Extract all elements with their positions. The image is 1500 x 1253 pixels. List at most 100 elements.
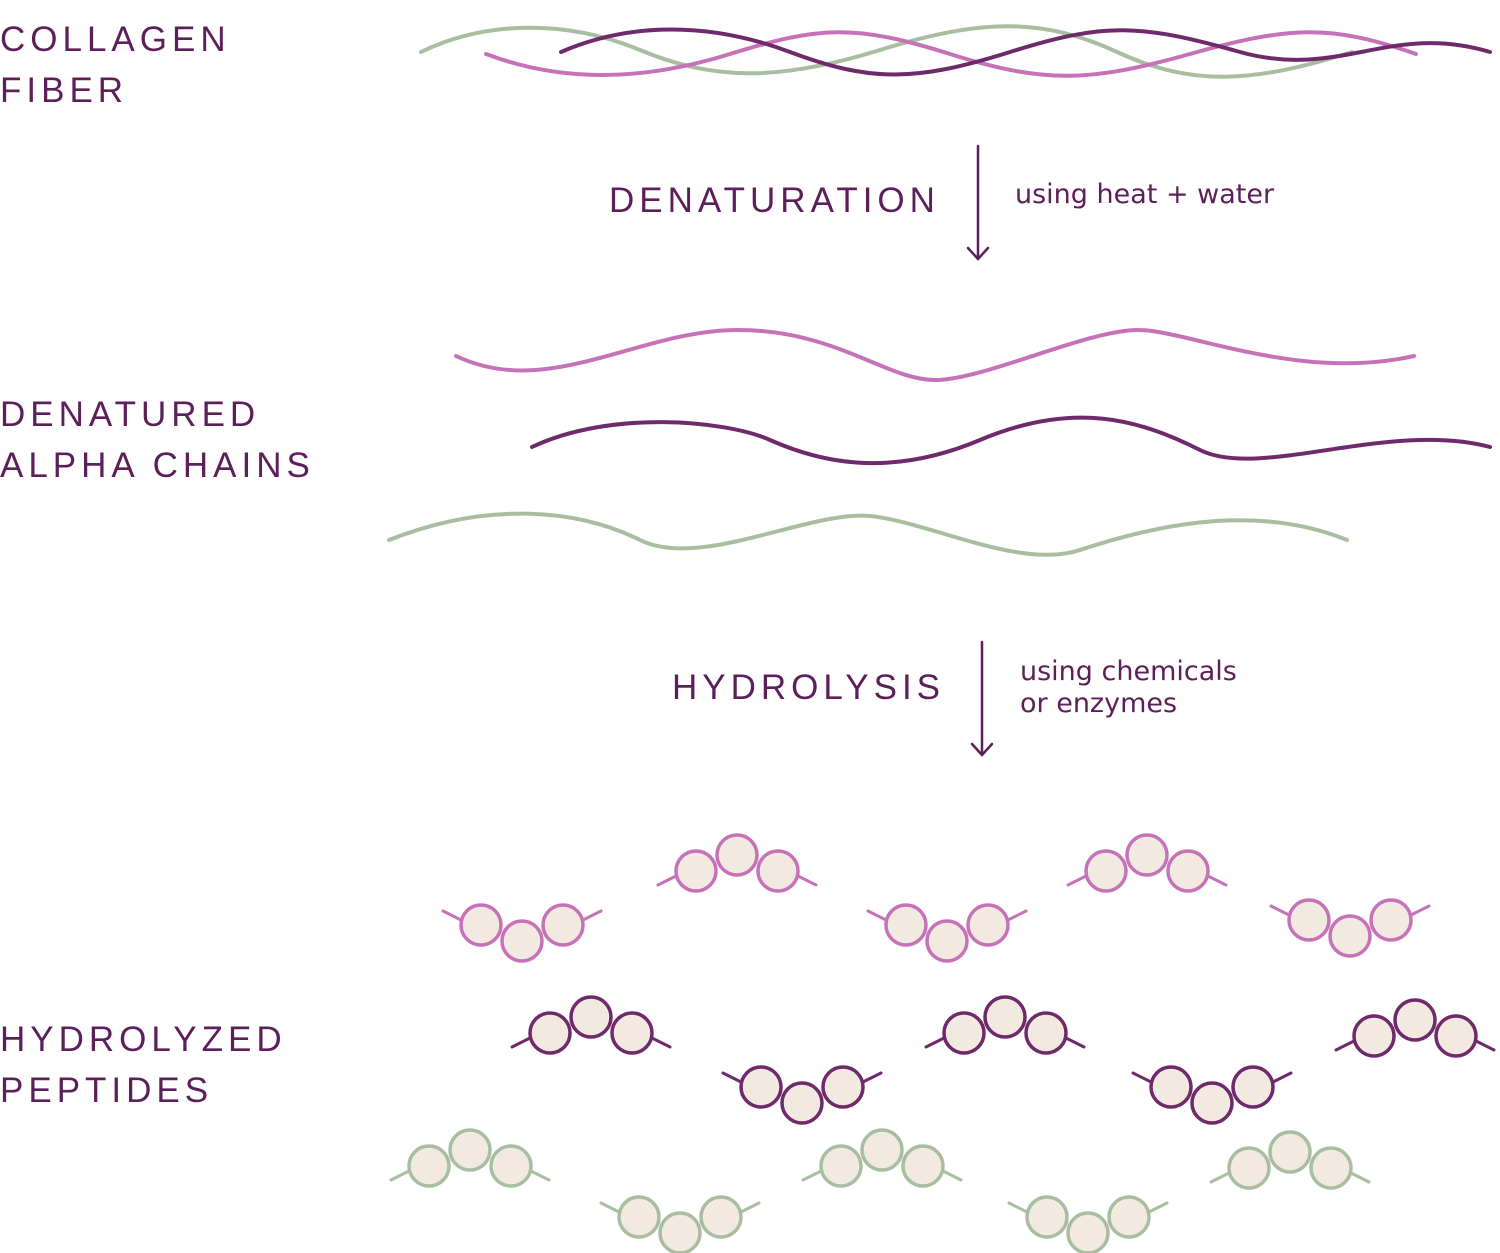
amino-acid-bead	[739, 1065, 783, 1109]
amino-acid-bead	[610, 1011, 654, 1055]
amino-acid-bead	[819, 1144, 863, 1188]
amino-acid-bead	[942, 1011, 986, 1055]
amino-acid-bead	[658, 1211, 702, 1253]
hydrolysis-label: HYDROLYSIS	[672, 668, 946, 707]
peptide	[1131, 1065, 1293, 1125]
amino-acid-bead	[966, 903, 1010, 947]
peptide-tail	[389, 1168, 413, 1182]
peptide	[510, 995, 672, 1055]
peptide-tail	[794, 873, 818, 887]
peptide-tail	[1062, 1035, 1086, 1049]
denaturation-note-line: using heat + water	[1015, 179, 1275, 210]
fiber-strand-purple	[559, 27, 1492, 77]
peptide	[801, 1128, 963, 1188]
hydrolysis-arrow	[970, 640, 994, 757]
peptide	[866, 903, 1028, 963]
amino-acid-bead	[901, 1144, 945, 1188]
amino-acid-bead	[1227, 1146, 1271, 1190]
peptide-tail	[656, 873, 680, 887]
peptide-tail	[1472, 1038, 1496, 1052]
peptide	[1269, 898, 1431, 958]
amino-acid-bead	[1125, 833, 1169, 877]
peptide-tail	[801, 1168, 825, 1182]
peptide-tail	[859, 1071, 883, 1085]
amino-acid-bead	[1166, 849, 1210, 893]
amino-acid-bead	[489, 1144, 533, 1188]
peptide-tail	[441, 909, 465, 923]
hydrolysis-note-line: using chemicals	[1020, 656, 1237, 687]
denaturation-label: DENATURATION	[609, 181, 940, 220]
chain-green	[387, 511, 1349, 557]
peptide	[1334, 998, 1496, 1058]
peptide-tail	[1269, 904, 1293, 918]
amino-acid-bead	[569, 995, 613, 1039]
amino-acid-bead	[1328, 914, 1372, 958]
peptide-tail	[1004, 909, 1028, 923]
peptide-tail	[1209, 1170, 1233, 1184]
stage-label-line: FIBER	[0, 71, 129, 110]
peptide-tail	[648, 1035, 672, 1049]
peptide-tail	[1269, 1071, 1293, 1085]
amino-acid-bead	[1025, 1195, 1069, 1239]
stage-label-line: COLLAGEN	[0, 20, 231, 59]
amino-acid-bead	[1369, 898, 1413, 942]
peptide-tail	[1131, 1071, 1155, 1085]
stage-label-line: DENATURED	[0, 395, 261, 434]
peptide-tail	[579, 909, 603, 923]
amino-acid-bead	[617, 1195, 661, 1239]
hydrolyzed-peptides	[389, 833, 1496, 1253]
amino-acid-bead	[541, 903, 585, 947]
hydrolysis-note: using chemicals or enzymes	[1020, 656, 1237, 720]
amino-acid-bead	[925, 919, 969, 963]
stage-label-collagen-fiber: COLLAGEN FIBER	[0, 14, 231, 116]
denaturation-note: using heat + water	[1015, 179, 1274, 211]
amino-acid-bead	[1287, 898, 1331, 942]
amino-acid-bead	[884, 903, 928, 947]
stage-label-line: ALPHA CHAINS	[0, 446, 315, 485]
amino-acid-bead	[528, 1011, 572, 1055]
peptide-tail	[1204, 873, 1228, 887]
stage-label-hydrolyzed-peptides: HYDROLYZED PEPTIDES	[0, 1014, 287, 1116]
stage-label-line: HYDROLYZED	[0, 1020, 287, 1059]
amino-acid-bead	[780, 1081, 824, 1125]
chain-purple	[530, 415, 1492, 466]
peptide-tail	[599, 1201, 623, 1215]
peptide-tail	[1007, 1201, 1031, 1215]
peptide	[389, 1128, 551, 1188]
amino-acid-bead	[1024, 1011, 1068, 1055]
amino-acid-bead	[1352, 1014, 1396, 1058]
peptide	[1007, 1195, 1169, 1253]
amino-acid-bead	[407, 1144, 451, 1188]
amino-acid-bead	[1190, 1081, 1234, 1125]
amino-acid-bead	[1393, 998, 1437, 1042]
peptide-tail	[1334, 1038, 1358, 1052]
amino-acid-bead	[715, 833, 759, 877]
peptide-tail	[1347, 1170, 1371, 1184]
chain-pink	[454, 327, 1416, 383]
peptide-tail	[737, 1201, 761, 1215]
peptide	[1066, 833, 1228, 893]
amino-acid-bead	[500, 919, 544, 963]
amino-acid-bead	[1066, 1211, 1110, 1253]
amino-acid-bead	[674, 849, 718, 893]
amino-acid-bead	[756, 849, 800, 893]
amino-acid-bead	[1084, 849, 1128, 893]
peptide-tail	[924, 1035, 948, 1049]
peptide-tail	[527, 1168, 551, 1182]
amino-acid-bead	[1434, 1014, 1478, 1058]
denatured-chains	[387, 327, 1492, 557]
denaturation-arrow	[966, 144, 990, 261]
amino-acid-bead	[1107, 1195, 1151, 1239]
peptide-tail	[939, 1168, 963, 1182]
amino-acid-bead	[1309, 1146, 1353, 1190]
amino-acid-bead	[699, 1195, 743, 1239]
peptide-tail	[721, 1071, 745, 1085]
peptide-tail	[510, 1035, 534, 1049]
amino-acid-bead	[821, 1065, 865, 1109]
amino-acid-bead	[1231, 1065, 1275, 1109]
hydrolysis-note-line: or enzymes	[1020, 688, 1178, 719]
amino-acid-bead	[1149, 1065, 1193, 1109]
peptide	[599, 1195, 761, 1253]
collagen-fiber-helix	[419, 24, 1492, 79]
